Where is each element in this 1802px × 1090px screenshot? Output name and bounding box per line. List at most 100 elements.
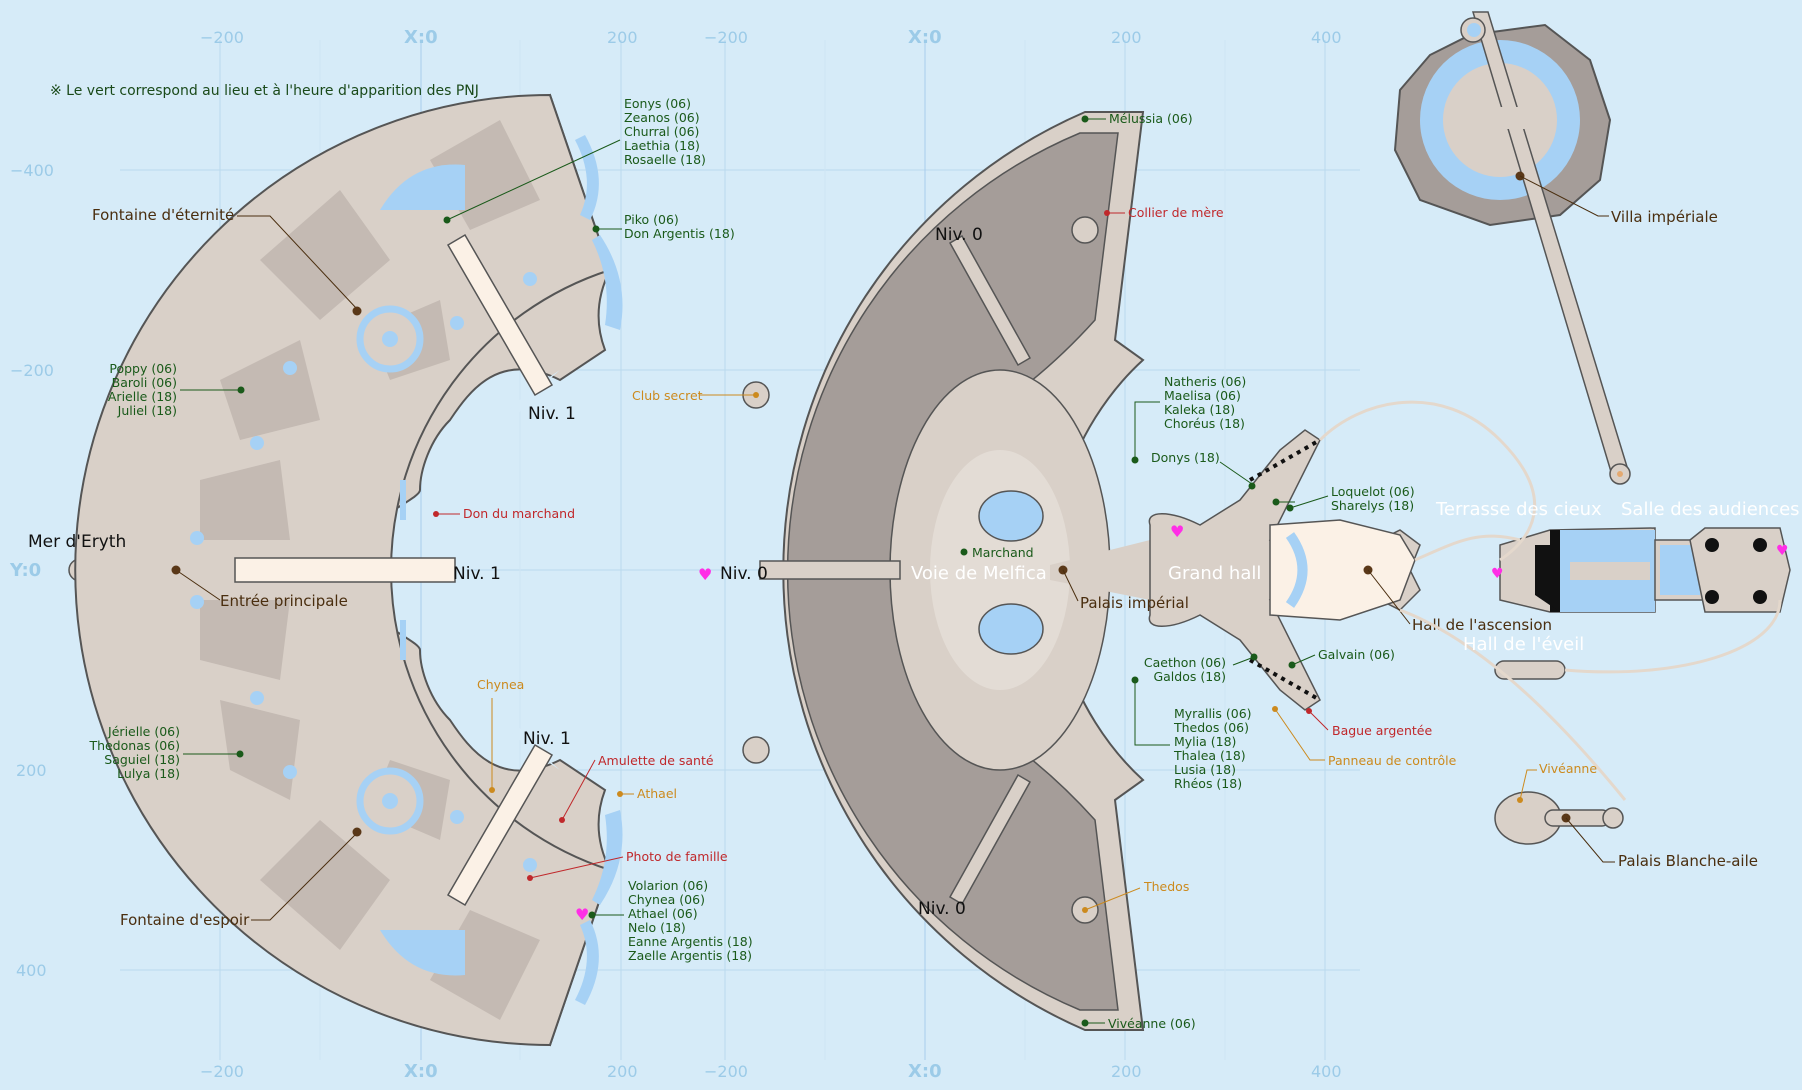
blanche-aile-label: Palais Blanche-aile (1618, 852, 1758, 870)
npc-name: Maelisa (06) (1164, 388, 1241, 403)
athael-label: Athael (637, 786, 677, 801)
npc-name: Zaelle Argentis (18) (628, 948, 752, 963)
heart-icon: ♥ (1776, 543, 1789, 559)
npc-name: Poppy (06) (109, 361, 177, 376)
npc-name: Jérielle (06) (107, 724, 180, 739)
npc-name: Caethon (06) (1144, 655, 1226, 670)
salle-label: Salle des audiences (1621, 499, 1800, 520)
club-label: Club secret (632, 388, 703, 403)
left-labels: Mer d'Eryth Niv. 1 Niv. 1 Niv. 1 Entrée … (28, 96, 753, 963)
legend-note: ※ Le vert correspond au lieu et à l'heur… (50, 83, 479, 99)
npc-name: Saguiel (18) (104, 752, 180, 767)
fountain-eternity-label: Fontaine d'éternité (92, 206, 234, 224)
npc-name: Loquelot (06) (1331, 484, 1415, 499)
axis-top-label: −200 (200, 28, 244, 47)
npc-name: Mylia (18) (1174, 734, 1236, 749)
npc-name: Piko (06) (624, 212, 679, 227)
npc-name: Mélussia (06) (1109, 111, 1193, 126)
viveanne-label: Vivéanne (1539, 761, 1597, 776)
npc-list: Poppy (06) Baroli (06) Arielle (18) Juli… (108, 361, 177, 418)
npc-name: Laethia (18) (624, 138, 700, 153)
npc-list: Jérielle (06) Thedonas (06) Saguiel (18)… (88, 724, 180, 781)
npc-name: Lulya (18) (117, 766, 180, 781)
central-labels: Niv. 0 Niv. 0 Niv. 0 ♥ ♥ Voie de Melfica… (632, 111, 1552, 1031)
npc-list: Volarion (06) Chynea (06) Athael (06) Ne… (628, 878, 753, 963)
axis-labels: −200 X:0 200 −200 X:0 200 400 −200 X:0 2… (9, 27, 1342, 1082)
axis-left-label: Y:0 (9, 560, 41, 581)
npc-list: Eonys (06) Zeanos (06) Churral (06) Laet… (624, 96, 706, 167)
sea-label: Mer d'Eryth (28, 532, 126, 552)
npc-name: Churral (06) (624, 124, 699, 139)
npc-name: Rosaelle (18) (624, 152, 706, 167)
imperial-labels: Villa impériale Terrasse des cieux Salle… (1435, 171, 1800, 870)
fountain-hope-label: Fontaine d'espoir (120, 911, 250, 929)
axis-bottom-label: −200 (200, 1062, 244, 1081)
hall-ascension-label: Hall de l'ascension (1412, 616, 1552, 634)
npc-name: Eanne Argentis (18) (628, 934, 753, 949)
axis-left-label: 200 (16, 761, 47, 780)
level-label: Niv. 0 (720, 564, 768, 584)
panneau-label: Panneau de contrôle (1328, 753, 1457, 768)
axis-bottom-label: 400 (1311, 1062, 1342, 1081)
imperial-district: ♥ ♥ (1318, 11, 1791, 845)
axis-left-label: −400 (10, 161, 54, 180)
left-district (68, 93, 623, 1047)
heart-icon: ♥ (1170, 522, 1184, 541)
npc-name: Galdos (18) (1153, 669, 1226, 684)
npc-name: Chynea (06) (628, 892, 705, 907)
voie-label: Voie de Melfica (911, 563, 1047, 584)
npc-name: Rhéos (18) (1174, 776, 1242, 791)
npc-name: Vivéanne (06) (1108, 1016, 1196, 1031)
npc-name: Zeanos (06) (624, 110, 700, 125)
npc-list: Caethon (06) Galdos (18) (1144, 655, 1226, 684)
axis-bottom-label: 200 (1111, 1062, 1142, 1081)
axis-top-label: −200 (704, 28, 748, 47)
npc-name: Volarion (06) (628, 878, 708, 893)
grand-hall-label: Grand hall (1168, 563, 1261, 584)
npc-name: Thalea (18) (1173, 748, 1246, 763)
npc-name: Juliel (18) (117, 403, 177, 418)
terrasse-label: Terrasse des cieux (1435, 499, 1602, 520)
npc-name: Don Argentis (18) (624, 226, 735, 241)
level-label: Niv. 1 (453, 564, 501, 584)
npc-name: Thedos (06) (1173, 720, 1249, 735)
npc-name: Baroli (06) (112, 375, 177, 390)
npc-name: Eonys (06) (624, 96, 691, 111)
hall-eveil-label: Hall de l'éveil (1463, 634, 1584, 655)
axis-left-label: 400 (16, 961, 47, 980)
axis-bottom-label: X:0 (404, 1061, 438, 1082)
level-label: Niv. 1 (528, 404, 576, 424)
level-label: Niv. 1 (523, 729, 571, 749)
npc-list: Piko (06) Don Argentis (18) (624, 212, 735, 241)
heart-icon: ♥ (1491, 566, 1504, 582)
npc-list: Natheris (06) Maelisa (06) Kaleka (18) C… (1164, 374, 1246, 431)
axis-top-label: X:0 (908, 27, 942, 48)
main-entrance-label: Entrée principale (220, 592, 348, 610)
npc-name: Nelo (18) (628, 920, 686, 935)
villa-label: Villa impériale (1611, 208, 1718, 226)
heart-icon: ♥ (698, 565, 712, 584)
npc-name: Donys (18) (1151, 450, 1220, 465)
npc-name: Lusia (18) (1174, 762, 1236, 777)
item-label: Collier de mère (1128, 205, 1224, 220)
npc-name: Athael (06) (628, 906, 698, 921)
axis-left-label: −200 (10, 361, 54, 380)
axis-top-label: 400 (1311, 28, 1342, 47)
main-entrance-marker (171, 565, 181, 575)
central-district (742, 111, 1421, 1031)
item-label: Don du marchand (463, 506, 575, 521)
merchant-label: Marchand (972, 545, 1034, 560)
axis-top-label: 200 (607, 28, 638, 47)
item-label: Amulette de santé (598, 753, 714, 768)
heart-icon: ♥ (575, 905, 589, 924)
npc-name: Thedonas (06) (88, 738, 180, 753)
npc-name: Arielle (18) (108, 389, 177, 404)
axis-top-label: 200 (1111, 28, 1142, 47)
axis-bottom-label: X:0 (908, 1061, 942, 1082)
npc-name: Kaleka (18) (1164, 402, 1235, 417)
palace-label: Palais impérial (1080, 594, 1189, 612)
axis-bottom-label: −200 (704, 1062, 748, 1081)
item-label: Photo de famille (626, 849, 728, 864)
npc-name: Natheris (06) (1164, 374, 1246, 389)
